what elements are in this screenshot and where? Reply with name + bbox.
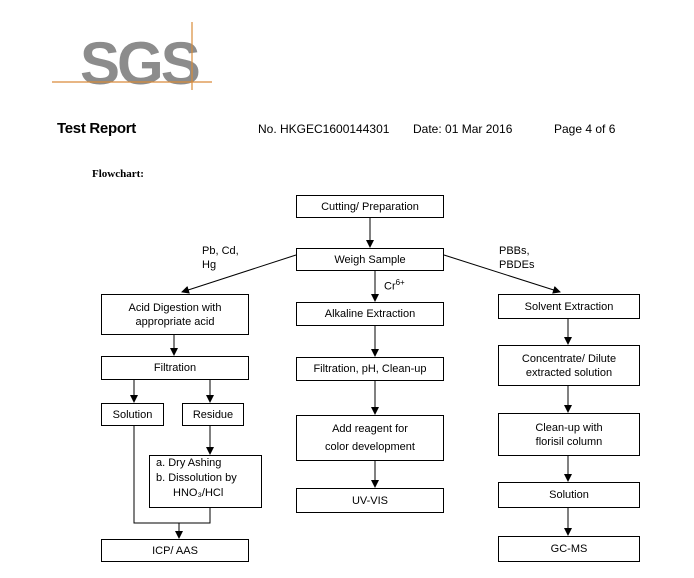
box-filtration-ph-cleanup: Filtration, pH, Clean-up [296, 357, 444, 381]
box-gc-ms: GC-MS [498, 536, 640, 562]
sgs-logo: SGS [52, 22, 212, 90]
box-uv-vis: UV-VIS [296, 488, 444, 513]
line-solution-to-icp [133, 426, 179, 524]
report-number: No. HKGEC1600144301 [258, 122, 390, 136]
box-dry-ashing: a. Dry Ashing b. Dissolution by HNO₃/HCl [149, 455, 262, 508]
arrow-weigh-to-acid [181, 254, 297, 294]
box-weigh-sample: Weigh Sample [296, 248, 444, 271]
box-solvent-extraction: Solvent Extraction [498, 294, 640, 319]
page-number: Page 4 of 6 [554, 122, 616, 136]
report-date: Date: 01 Mar 2016 [413, 122, 513, 136]
box-solution-right: Solution [498, 482, 640, 508]
flowchart-label: Flowchart: [92, 168, 144, 180]
arrow-weigh-to-solvent [443, 254, 561, 294]
box-cutting-preparation: Cutting/ Preparation [296, 195, 444, 218]
box-filtration-left: Filtration [101, 356, 249, 380]
box-residue: Residue [182, 403, 244, 426]
line-ashing-to-icp [179, 508, 211, 524]
report-title: Test Report [57, 120, 136, 137]
note-chromium: Cr6+ [384, 278, 405, 293]
note-metals: Pb, Cd, Hg [202, 245, 239, 271]
box-alkaline-extraction: Alkaline Extraction [296, 302, 444, 326]
box-solution-left: Solution [101, 403, 164, 426]
note-pbb-pbde: PBBs, PBDEs [499, 245, 535, 271]
sgs-logo-text: SGS [80, 30, 199, 90]
box-icp-aas: ICP/ AAS [101, 539, 249, 562]
